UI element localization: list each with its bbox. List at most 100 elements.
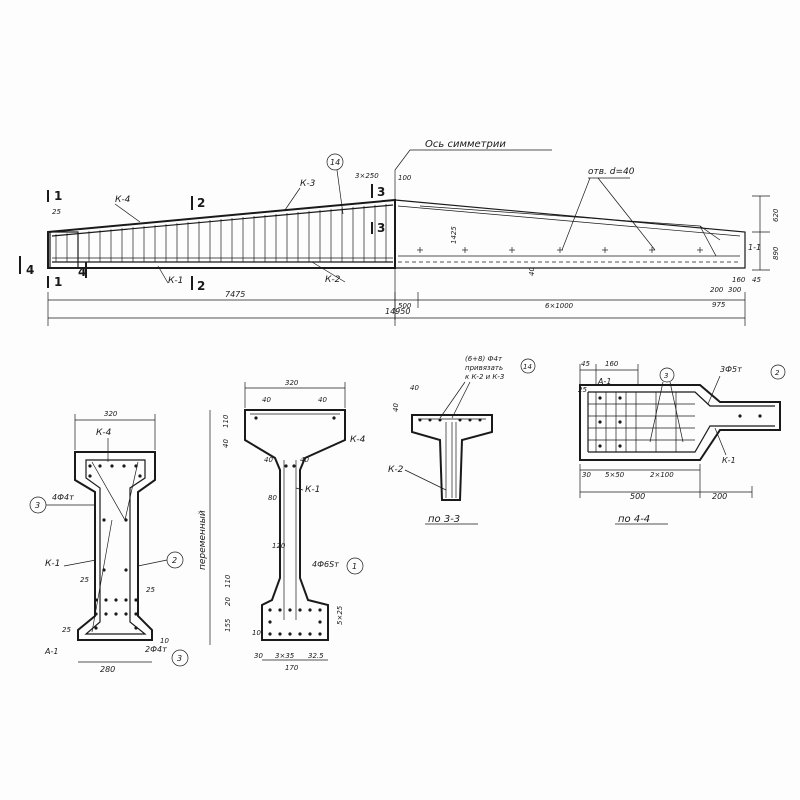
s11-rebar-top: 4Ф4т xyxy=(52,493,74,502)
dim-7475: 7475 xyxy=(225,290,245,299)
s11-label-k4: К-4 xyxy=(96,428,112,438)
dim-890: 890 xyxy=(772,246,780,260)
s44-top-leader xyxy=(707,375,721,405)
rebar-dot xyxy=(104,612,108,616)
callout-14: 14 xyxy=(330,158,340,167)
s11-dim-10: 10 xyxy=(160,637,169,645)
rebar-dot xyxy=(88,464,92,468)
rebar-dot xyxy=(288,608,292,612)
dim-620: 620 xyxy=(772,208,780,222)
section-1-1: 320 280 К-4 К-1 А-1 3 4Ф4т 2 2Ф4т 3 25 2… xyxy=(29,410,189,674)
rebar-dot xyxy=(308,632,312,636)
dim-6x1000: 6×1000 xyxy=(545,302,574,310)
s22-dim-40b: 40 xyxy=(318,396,327,404)
leader-k1 xyxy=(157,265,169,284)
rebar-dot xyxy=(122,464,126,468)
s22-dim-30: 30 xyxy=(254,652,263,660)
s11-width-bottom: 280 xyxy=(100,665,115,674)
rebar-dot xyxy=(288,632,292,636)
rebar-dot xyxy=(318,632,322,636)
section-4-4: 45 160 3Ф5т 2 3 А-1 К-1 25 30 5×50 2×100… xyxy=(578,360,786,525)
rebar-dot xyxy=(598,396,602,400)
s22-width-top: 320 xyxy=(285,379,299,387)
rebar-dot xyxy=(318,608,322,612)
s22-width-bottom: 170 xyxy=(285,664,299,672)
s33-k2-leader xyxy=(404,469,447,491)
s11-k1-leader xyxy=(63,559,97,567)
right-vdim xyxy=(752,195,770,271)
section-3-bottom: 3 xyxy=(377,221,385,235)
s22-dim-155: 155 xyxy=(224,618,232,632)
rebar-dot xyxy=(94,612,98,616)
s44-label-top: 3Ф5т xyxy=(720,365,742,374)
s44-callout-2-text: 2 xyxy=(775,369,780,377)
symmetry-axis-label: Ось симметрии xyxy=(425,139,506,150)
s22-dim-80: 80 xyxy=(268,494,277,502)
rebar-dot xyxy=(110,464,114,468)
dim-40: 40 xyxy=(528,267,536,276)
dim-1425: 1425 xyxy=(450,226,458,244)
rebar-dot xyxy=(738,414,742,418)
section-2-2-bars xyxy=(254,416,336,636)
rebar-dot xyxy=(298,632,302,636)
s33-note-leader xyxy=(439,381,471,419)
dim-300: 300 xyxy=(728,286,742,294)
s44-dim-200: 200 xyxy=(712,492,727,501)
rebar-dot xyxy=(88,474,92,478)
section-2-bottom: 2 xyxy=(197,279,205,293)
section-3-3-bars xyxy=(418,418,482,422)
label-k3: К-3 xyxy=(300,179,316,189)
s44-callout-2 xyxy=(770,364,786,380)
s44-dim-160: 160 xyxy=(605,360,619,368)
s22-dim-40d: 40 xyxy=(264,456,273,464)
s44-dim-45: 45 xyxy=(581,360,590,368)
s44-top-dim xyxy=(579,364,639,384)
rebar-dot xyxy=(438,418,442,422)
s22-dim-40e: 40 xyxy=(300,456,309,464)
section-2-2-inner xyxy=(250,413,340,620)
rebar-dot xyxy=(618,396,622,400)
s22-dim-3x35: 3×35 xyxy=(275,652,295,660)
rebar-dot xyxy=(114,612,118,616)
s22-vertical-label: переменный xyxy=(198,510,208,570)
rebar-dot xyxy=(618,444,622,448)
label-k1: К-1 xyxy=(168,276,183,286)
s44-dim-30: 30 xyxy=(582,471,591,479)
s33-note-3: к К-2 и К-3 xyxy=(465,373,504,381)
s11-label-k1: К-1 xyxy=(45,559,60,569)
rebar-dot xyxy=(134,598,138,602)
beam-elevation: Ось симметрии отв. d=40 К-4 К-3 К-1 К-2 … xyxy=(19,139,780,326)
section-2-2-outline xyxy=(244,409,346,641)
rebar-dot xyxy=(284,464,288,468)
section-1-top: 1 xyxy=(54,189,62,203)
rebar-dot xyxy=(268,620,272,624)
rebar-dot xyxy=(598,444,602,448)
holes-leader xyxy=(561,177,656,251)
rebar-dot xyxy=(292,464,296,468)
section-4-4-cage xyxy=(587,391,775,453)
s22-dim-110b: 110 xyxy=(224,574,232,588)
section-4-4-outline xyxy=(579,384,781,461)
section-4-left: 4 xyxy=(26,263,34,277)
s44-title: по 4-4 xyxy=(618,514,650,525)
s44-dim-25: 25 xyxy=(578,386,587,394)
dim-top-320 xyxy=(74,414,156,450)
callout-14-circle xyxy=(326,153,344,171)
s22-callout-1 xyxy=(346,557,364,575)
rebar-dot xyxy=(458,418,462,422)
dim-45: 45 xyxy=(752,276,761,284)
callout-14-leader xyxy=(336,169,344,215)
s44-bottom-dims xyxy=(579,464,753,498)
s44-callout-3-leader xyxy=(649,381,684,443)
s11-callout-2-leader xyxy=(137,559,168,567)
rebar-dot xyxy=(268,632,272,636)
s44-label-a1: А-1 xyxy=(597,377,611,386)
section-2-top: 2 xyxy=(197,196,205,210)
s11-label-a1: А-1 xyxy=(44,647,58,656)
section-1-bottom: 1 xyxy=(54,275,62,289)
rebar-dot xyxy=(102,568,106,572)
rebar-dot xyxy=(114,598,118,602)
s11-callout-3b xyxy=(171,649,189,667)
section-4-mark xyxy=(19,256,87,278)
top-chord-rebar xyxy=(51,204,394,237)
